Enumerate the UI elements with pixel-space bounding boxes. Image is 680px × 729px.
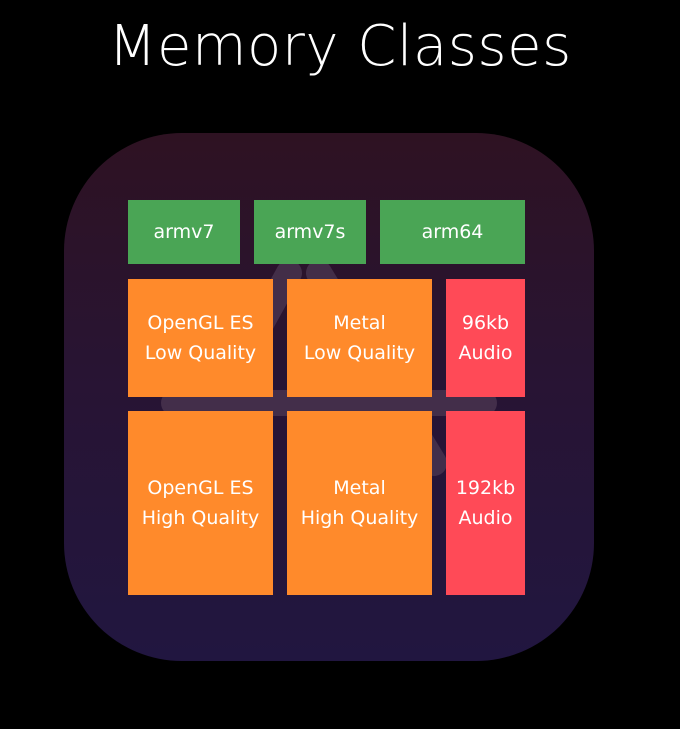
opengl-high-line1: OpenGL ES	[147, 477, 254, 499]
metal-low-quality-tile: Metal Low Quality	[287, 279, 432, 397]
audio-96kb-line2: Audio	[458, 342, 513, 364]
arch-armv7s: armv7s	[254, 200, 366, 264]
opengl-low-quality-tile: OpenGL ES Low Quality	[128, 279, 273, 397]
metal-high-quality-tile: Metal High Quality	[287, 411, 432, 595]
arch-arm64-label: arm64	[421, 221, 484, 243]
metal-high-line2: High Quality	[300, 507, 419, 529]
page-title: Memory Classes	[108, 14, 572, 79]
metal-low-line1: Metal	[333, 312, 386, 334]
metal-high-line1: Metal	[333, 477, 386, 499]
app-icon-container: armv7 armv7s arm64 OpenGL ES Low Quality…	[64, 133, 594, 661]
arch-armv7: armv7	[128, 200, 240, 264]
opengl-high-line2: High Quality	[141, 507, 260, 529]
audio-96kb-line1: 96kb	[461, 312, 510, 334]
audio-192kb-line2: Audio	[458, 507, 513, 529]
arch-armv7s-label: armv7s	[274, 221, 346, 243]
audio-192kb-line1: 192kb	[455, 477, 516, 499]
metal-low-line2: Low Quality	[303, 342, 416, 364]
arch-arm64: arm64	[380, 200, 525, 264]
opengl-low-line2: Low Quality	[144, 342, 257, 364]
opengl-high-quality-tile: OpenGL ES High Quality	[128, 411, 273, 595]
audio-96kb-tile: 96kb Audio	[446, 279, 525, 397]
arch-armv7-label: armv7	[153, 221, 215, 243]
opengl-low-line1: OpenGL ES	[147, 312, 254, 334]
audio-192kb-tile: 192kb Audio	[446, 411, 525, 595]
